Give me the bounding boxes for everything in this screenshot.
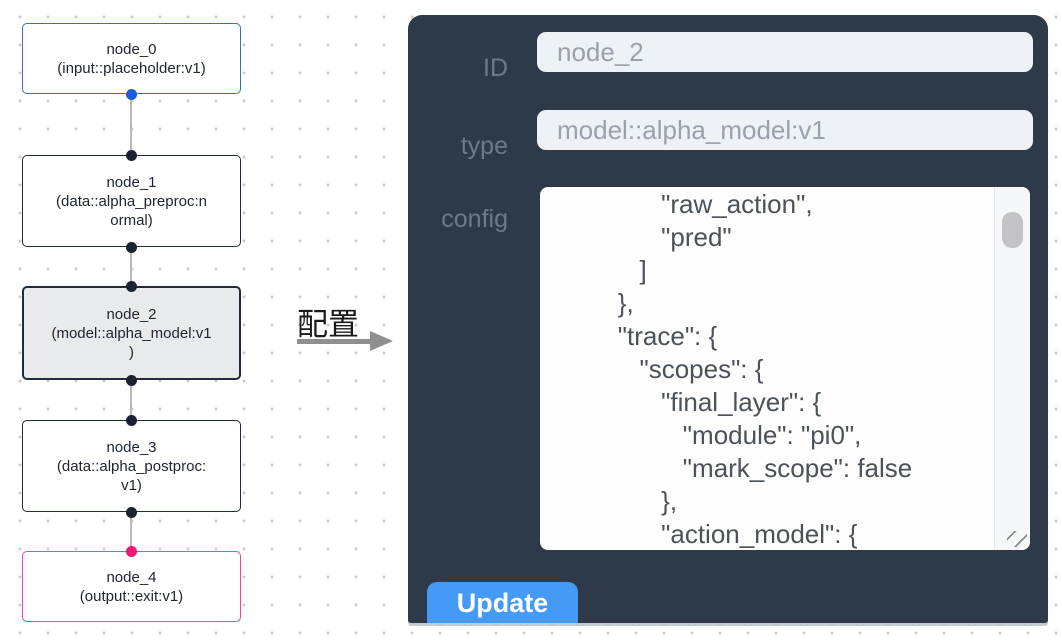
config-textarea[interactable]: "raw_action", "pred" ] }, "trace": { "sc… [540, 187, 1030, 550]
edge-node2-node3 [130, 380, 132, 420]
node-title: node_0 [106, 40, 157, 58]
node-title: node_2 [106, 305, 157, 323]
resize-grip-icon[interactable] [1007, 531, 1027, 547]
config-scrollbar-thumb[interactable] [1002, 212, 1023, 248]
type-field-label: type [460, 132, 508, 160]
node-title: node_4 [106, 568, 157, 586]
flow-node-node_4[interactable]: node_4 (output::exit:v1) [22, 551, 241, 622]
update-button[interactable]: Update [427, 582, 578, 623]
node-title: node_3 [106, 438, 157, 456]
edge-node3-node4 [130, 512, 132, 551]
node-title: node_1 [106, 173, 157, 191]
edge-node0-node1 [130, 94, 132, 155]
flow-node-node_0[interactable]: node_0 (input::placeholder:v1) [22, 23, 241, 94]
port-node2-in[interactable] [126, 280, 137, 292]
port-node3-in[interactable] [126, 414, 137, 426]
node-subtitle: (model::alpha_model:v1 ) [51, 324, 212, 361]
transition-label: 配置 [297, 307, 359, 342]
type-input[interactable] [537, 110, 1033, 150]
node-subtitle: (data::alpha_postproc: v1) [56, 457, 207, 494]
port-node4-in[interactable] [126, 545, 137, 557]
config-scrollbar-track[interactable] [994, 187, 1030, 550]
node-subtitle: (output::exit:v1) [79, 587, 184, 605]
config-field-label: config [441, 205, 508, 233]
port-node3-out[interactable] [126, 506, 137, 518]
flow-node-node_3[interactable]: node_3 (data::alpha_postproc: v1) [22, 420, 241, 512]
edge-node1-node2 [130, 247, 132, 286]
port-node0-out[interactable] [126, 88, 137, 100]
id-field-label: ID [483, 54, 508, 82]
port-node1-in[interactable] [126, 149, 137, 161]
flow-node-node_2-selected[interactable]: node_2 (model::alpha_model:v1 ) [22, 286, 241, 380]
arrow-right-icon [370, 331, 393, 351]
node-config-panel: ID type config "raw_action", "pred" ] },… [408, 15, 1048, 623]
arrow-shaft [297, 339, 371, 344]
node-subtitle: (data::alpha_preproc:n ormal) [56, 192, 207, 229]
node-subtitle: (input::placeholder:v1) [57, 59, 206, 77]
config-json-text: "raw_action", "pred" ] }, "trace": { "sc… [617, 189, 913, 549]
port-node2-out[interactable] [126, 374, 137, 386]
id-input[interactable] [537, 32, 1033, 72]
port-node1-out[interactable] [126, 241, 137, 253]
flow-node-node_1[interactable]: node_1 (data::alpha_preproc:n ormal) [22, 155, 241, 247]
